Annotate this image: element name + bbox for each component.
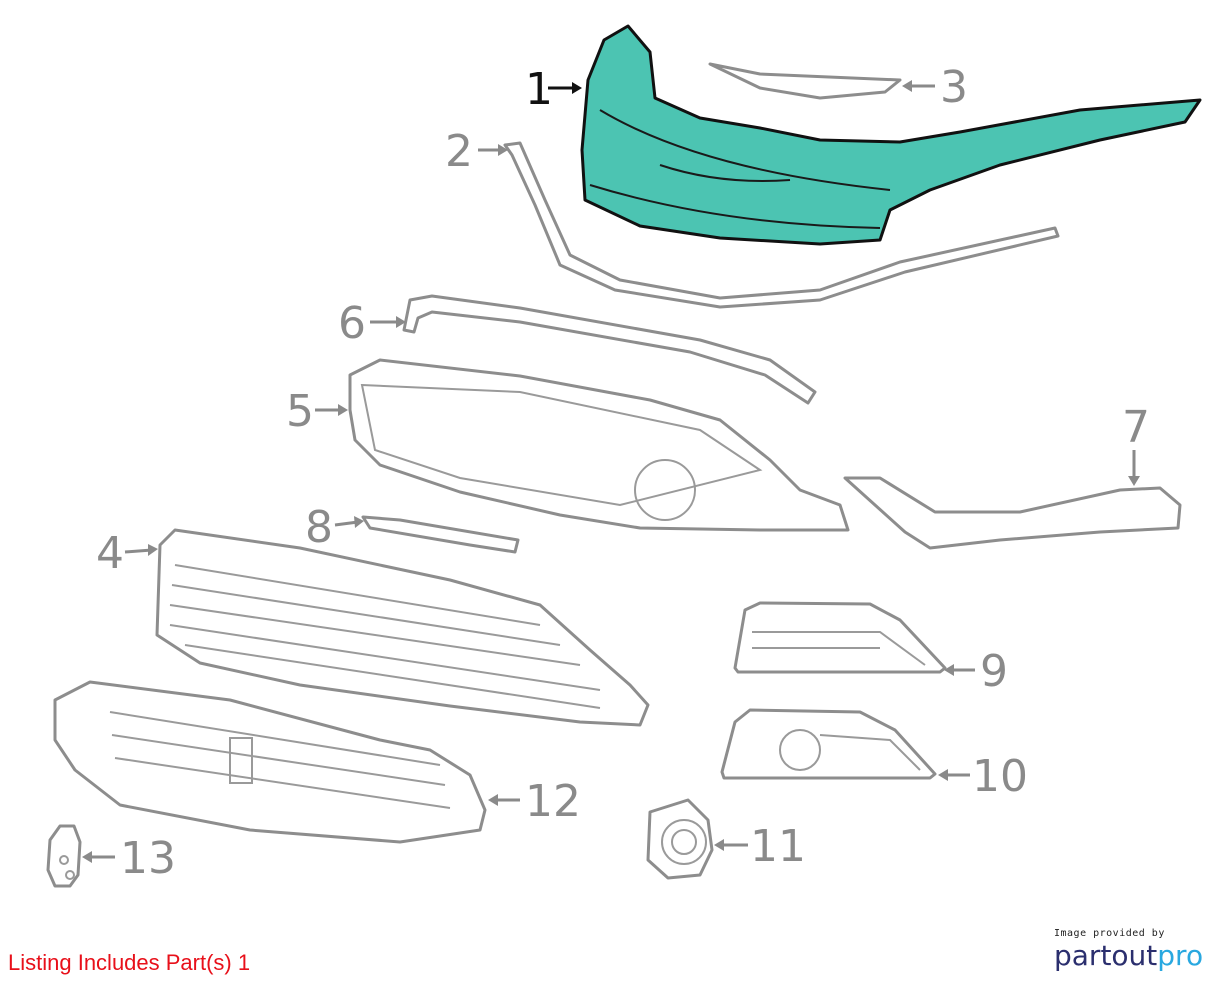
callout-6: 6 [338,298,366,349]
part-7-side-molding[interactable] [843,476,1182,550]
part-12-shutter-assembly[interactable] [53,680,487,844]
part-1-upper-grille[interactable] [580,24,1202,246]
part-6-molding[interactable] [402,294,817,405]
image-credit: Image provided by partoutpro [1054,928,1204,971]
brand-part-a: partout [1054,939,1158,972]
callout-7: 7 [1122,402,1150,453]
brand-part-b: pro [1157,939,1204,972]
callout-9: 9 [980,646,1008,697]
callout-13: 13 [120,833,176,884]
part-3-emblem-trim[interactable] [708,62,902,100]
credit-label: Image provided by [1054,928,1165,939]
partoutpro-logo: partoutpro [1054,941,1204,971]
callout-1: 1 [525,64,553,115]
callout-2: 2 [445,126,473,177]
part-2-trim-strip[interactable] [503,141,1060,309]
part-10-fog-bezel[interactable] [720,708,937,780]
callout-12: 12 [525,776,581,827]
part-5-lower-grille[interactable] [348,358,850,532]
callout-3: 3 [940,62,968,113]
callout-11: 11 [750,821,806,872]
part-8-bracket[interactable] [361,515,520,554]
part-9-fog-bezel[interactable] [733,601,947,674]
listing-caption: Listing Includes Part(s) 1 [8,950,251,975]
callout-4: 4 [96,528,124,579]
part-4-radiator-grille[interactable] [155,528,650,727]
callout-10: 10 [972,751,1028,802]
part-11-fog-lamp[interactable] [646,798,714,880]
callout-8: 8 [305,502,333,553]
callout-5: 5 [286,386,314,437]
part-13-sensor[interactable] [46,824,82,888]
